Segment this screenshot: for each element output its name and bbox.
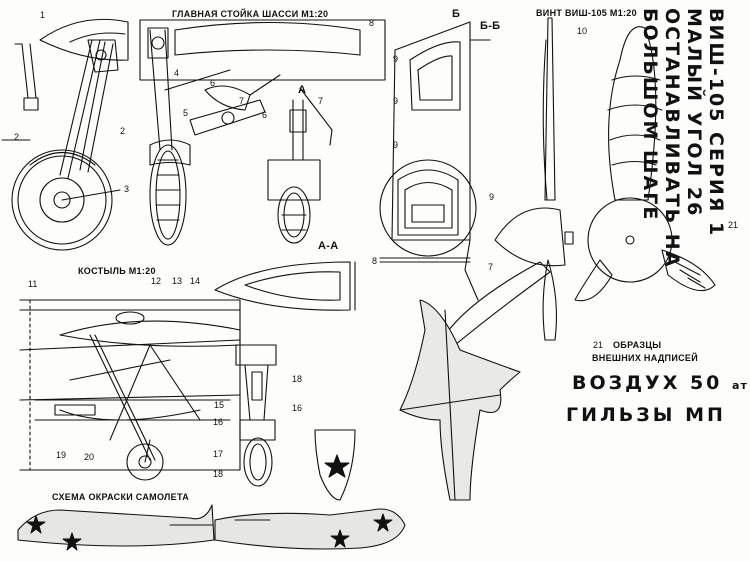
callout-5: 5 (183, 108, 189, 118)
callout-9c: 9 (393, 140, 399, 150)
callout-16a: 16 (213, 417, 224, 427)
callout-13: 13 (172, 276, 183, 286)
callout-6b: 6 (262, 110, 268, 120)
propeller-side-view (444, 17, 574, 346)
callout-7a: 7 (239, 96, 245, 106)
callout-18a: 18 (213, 469, 224, 479)
inscriptions-header-line1: ОБРАЗЦЫ (613, 340, 662, 350)
main-gear-title: ГЛАВНАЯ СТОЙКА ШАССИ М1:20 (172, 9, 329, 19)
section-b-b (379, 21, 491, 301)
callout-6a: 6 (210, 78, 216, 88)
callout-21a: 21 (728, 220, 739, 230)
callout-20: 20 (84, 452, 95, 462)
callout-9a: 9 (393, 54, 399, 64)
section-a-label: А (298, 84, 307, 96)
prop-note-4: БОЛЬШОМ ШАГЕ (639, 8, 661, 222)
section-b-label: Б (452, 8, 461, 20)
inscription-sample-air: ВОЗДУХ 50 ат (572, 372, 748, 394)
callout-7b: 7 (318, 96, 324, 106)
section-a-a (214, 261, 356, 311)
inscriptions-header-line2: ВНЕШНИХ НАДПИСЕЙ (592, 353, 698, 363)
section-aa-label: А-А (318, 240, 339, 252)
callout-4: 4 (174, 68, 180, 78)
callout-11: 11 (28, 279, 38, 289)
aircraft-plan-view (399, 299, 521, 501)
callout-15: 15 (214, 400, 225, 410)
inscription-sample-cartridges: ГИЛЬЗЫ МП (566, 404, 726, 426)
callout-2a: 2 (14, 132, 20, 142)
callout-21b: 21 (593, 340, 604, 350)
inscription-sample-air-unit: ат (732, 379, 748, 392)
propeller-front-view (574, 26, 716, 302)
prop-note-2: МАЛЫЙ УГОЛ 26 (683, 8, 705, 218)
callout-3: 3 (124, 184, 130, 194)
inscription-sample-air-text: ВОЗДУХ 50 (572, 372, 723, 394)
callout-17: 17 (213, 449, 224, 459)
main-gear-side-view (1, 18, 129, 251)
tailwheel-side-view (19, 299, 241, 481)
prop-note-3: ОСТАНАВЛИВАТЬ НА (661, 8, 683, 269)
callout-10: 10 (577, 26, 588, 36)
tailwheel-front-view (235, 344, 277, 487)
paint-scheme-left (17, 504, 215, 551)
paint-scheme-title: СХЕМА ОКРАСКИ САМОЛЕТА (52, 492, 189, 502)
callout-2b: 2 (120, 126, 126, 136)
main-gear-front-view (139, 19, 386, 246)
callout-16b: 16 (292, 403, 303, 413)
tailwheel-title: КОСТЫЛЬ М1:20 (78, 266, 156, 276)
callout-9b: 9 (393, 96, 399, 106)
prop-note-1: ВИШ-105 СЕРИЯ 1 (705, 8, 727, 238)
callout-14: 14 (190, 276, 201, 286)
callout-19: 19 (56, 450, 67, 460)
callout-18b: 18 (292, 374, 303, 384)
paint-scheme-right (214, 508, 406, 550)
callout-1: 1 (40, 10, 46, 20)
section-bb-label: Б-Б (480, 20, 501, 32)
wing-tip-star (314, 429, 356, 501)
callout-9d: 9 (489, 192, 495, 202)
propeller-title: ВИНТ ВИШ-105 М1:20 (536, 8, 637, 18)
callout-12: 12 (151, 276, 162, 286)
callout-8a: 8 (369, 18, 375, 28)
callout-7c: 7 (488, 262, 494, 272)
callout-8b: 8 (372, 256, 378, 266)
